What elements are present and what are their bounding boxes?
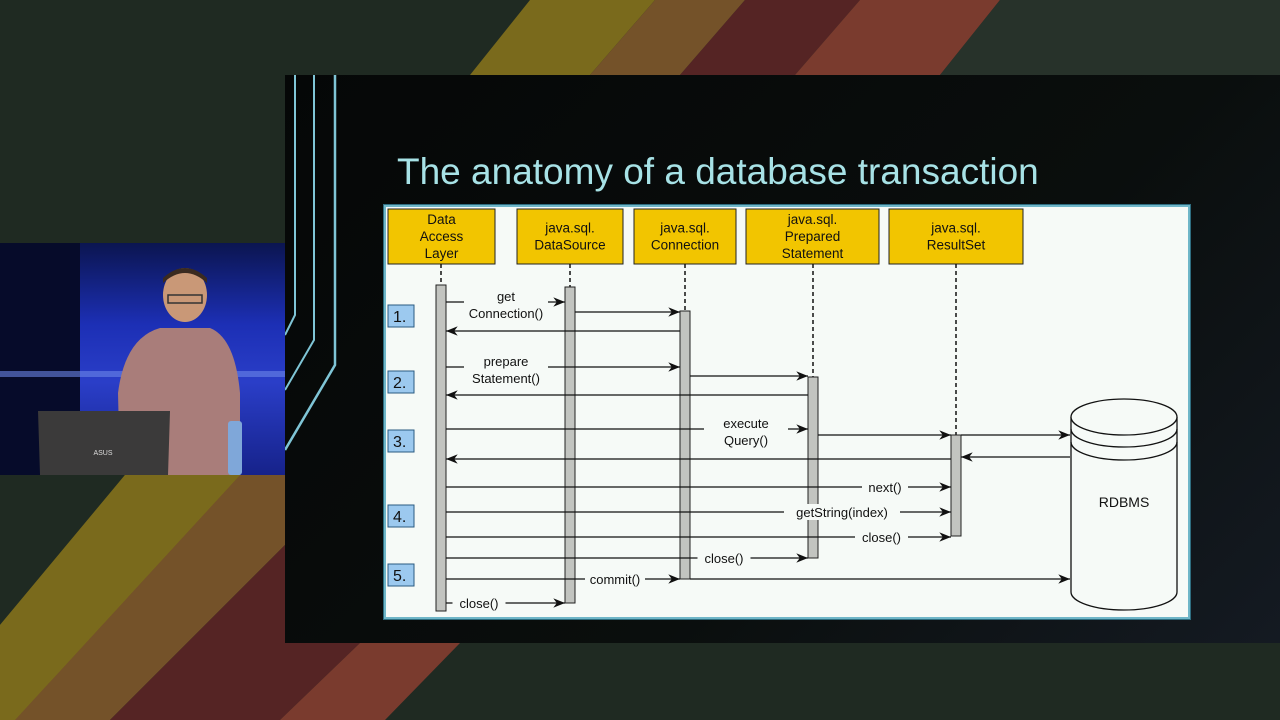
- message-label: commit(): [590, 572, 641, 587]
- database-ring-2: [1070, 441, 1178, 461]
- activation-bar-rs: [950, 434, 962, 537]
- activation-bar-dal: [435, 284, 447, 612]
- step-badge-box: [387, 563, 415, 587]
- slide-accent-lines: [285, 75, 337, 451]
- step-badge-box: [387, 429, 415, 453]
- step-number: 1.: [393, 309, 406, 326]
- database-ring-1: [1070, 428, 1178, 448]
- message-label-bg: [697, 550, 751, 566]
- stripe-olive: [470, 0, 655, 75]
- stripe-rust-bottom: [280, 643, 460, 720]
- lifeline-label: ResultSet: [927, 238, 986, 253]
- lifeline-header-rs: [888, 208, 1024, 265]
- message-label: getString(index): [796, 505, 888, 520]
- step-number: 4.: [393, 509, 406, 526]
- step-badge-1: 1.: [387, 304, 415, 328]
- lifeline-header-conn: [633, 208, 737, 265]
- message-label-bg: [855, 529, 908, 545]
- message-label: get: [497, 289, 515, 304]
- stripe-brown-bottom-2: [15, 475, 285, 720]
- lifeline-label: Connection: [651, 238, 719, 253]
- message-label-bg: [464, 353, 548, 387]
- message-label-bg: [862, 479, 908, 495]
- message-label: close(): [459, 596, 498, 611]
- laptop: [38, 411, 170, 475]
- message-label: Statement(): [472, 371, 540, 386]
- lifeline-label: Access: [420, 229, 464, 244]
- stripe-rust: [795, 0, 1000, 75]
- stripe-dark-green-top: [940, 0, 1280, 75]
- activation-bar-ds: [564, 286, 576, 604]
- lifeline-label: Layer: [425, 246, 459, 261]
- step-badge-box: [387, 304, 415, 328]
- step-number: 3.: [393, 434, 406, 451]
- step-badge-box: [387, 370, 415, 394]
- slide-title: The anatomy of a database transaction: [397, 151, 1039, 192]
- lifeline-label: Data: [427, 212, 456, 227]
- activation-bar-conn: [679, 310, 691, 580]
- message-label: next(): [868, 480, 901, 495]
- laptop-logo: ASUS: [93, 450, 112, 457]
- water-bottle: [228, 421, 242, 475]
- accent-line-1: [285, 75, 296, 336]
- lifeline-header-ds: [516, 208, 624, 265]
- step-badge-3: 3.: [387, 429, 415, 453]
- stripe-olive-bottom-fill: [0, 475, 240, 720]
- message-label-bg: [704, 415, 788, 449]
- database-body: [1070, 417, 1178, 611]
- message-label: close(): [862, 530, 901, 545]
- message-label: close(): [704, 551, 743, 566]
- lifeline-label: java.sql.: [930, 221, 981, 236]
- lifeline-label: DataSource: [534, 238, 605, 253]
- lifeline-label: Statement: [782, 246, 844, 261]
- message-label-bg: [464, 288, 548, 322]
- stripe-brown: [590, 0, 745, 75]
- stripe-maroon-bottom: [110, 545, 360, 720]
- accent-line-2: [285, 75, 315, 391]
- stripe-maroon: [680, 0, 860, 75]
- database-top: [1070, 398, 1178, 436]
- step-badge-5: 5.: [387, 563, 415, 587]
- speaker-hair: [163, 268, 207, 283]
- lifeline-header-ps: [745, 208, 880, 265]
- lifeline-header-dal: [387, 208, 496, 265]
- presentation-slide: The anatomy of a database transaction Da…: [285, 75, 1280, 643]
- step-number: 2.: [393, 375, 406, 392]
- lifeline-label: Prepared: [785, 229, 841, 244]
- message-label: Connection(): [469, 306, 543, 321]
- step-badge-4: 4.: [387, 504, 415, 528]
- speaker-glasses: [167, 294, 203, 304]
- activation-bar-ps: [807, 376, 819, 559]
- step-badge-box: [387, 504, 415, 528]
- speaker-video-feed: ASUS: [0, 243, 285, 475]
- lifeline-label: java.sql.: [659, 221, 710, 236]
- message-label: prepare: [484, 354, 529, 369]
- speaker-scene: ASUS: [0, 243, 285, 475]
- lifeline-label: java.sql.: [787, 212, 838, 227]
- database-label: RDBMS: [1099, 494, 1150, 510]
- message-label-bg: [784, 504, 900, 520]
- lifeline-label: java.sql.: [544, 221, 595, 236]
- message-label-bg: [585, 571, 645, 587]
- accent-line-3: [285, 75, 337, 451]
- message-label-bg: [452, 595, 506, 611]
- step-badge-2: 2.: [387, 370, 415, 394]
- message-label: execute: [723, 416, 769, 431]
- step-number: 5.: [393, 568, 406, 585]
- message-label: Query(): [724, 433, 768, 448]
